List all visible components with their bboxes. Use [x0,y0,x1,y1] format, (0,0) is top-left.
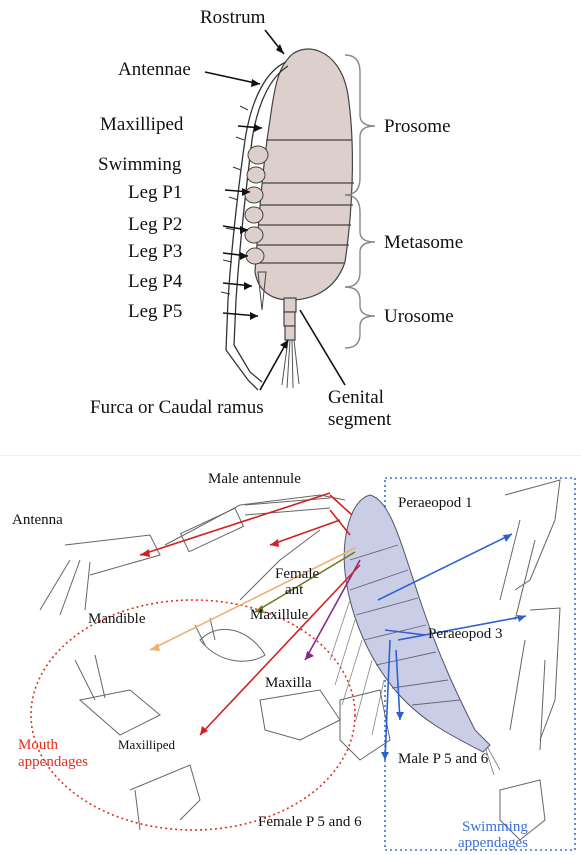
label-mouth-1: Mouth [18,738,58,753]
label-maxillule: Maxillule [250,608,308,623]
label-swimming-2: appendages [458,836,528,851]
label-swimming-1: Swimming [462,820,528,835]
label-male-p56: Male P 5 and 6 [398,752,488,767]
label-female-ant-2: ant [285,583,303,598]
mouth-appendages-ellipse [31,600,355,830]
label-antenna: Antenna [12,513,63,528]
label-maxilliped: Maxilliped [118,738,175,751]
label-peraeopod-1: Peraeopod 1 [398,496,473,511]
label-female-ant-1: Female [275,567,319,582]
label-mouth-2: appendages [18,755,88,770]
label-peraeopod-3: Peraeopod 3 [428,627,503,642]
label-mandible: Mandible [88,612,146,627]
label-female-p56: Female P 5 and 6 [258,815,362,830]
label-male-antennule: Male antennule [208,472,301,487]
label-maxilla: Maxilla [265,676,312,691]
